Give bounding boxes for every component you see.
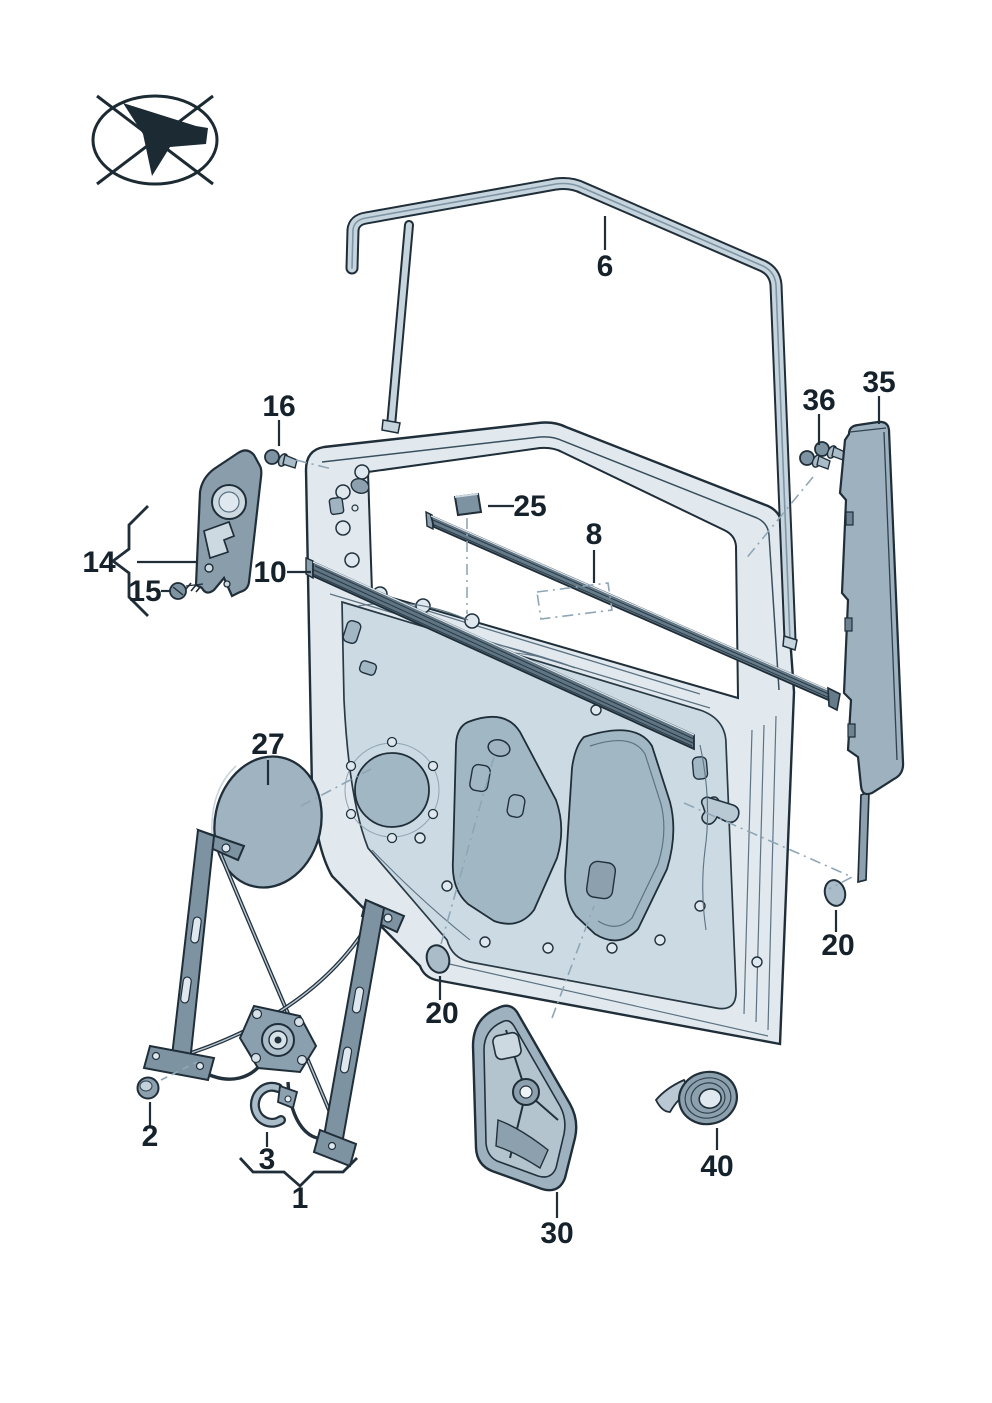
- brace-part1: [238, 1157, 358, 1188]
- speaker-adapter-part30: [471, 1004, 578, 1192]
- part-callout-16: 16: [262, 390, 295, 423]
- window-regulator-part1: [142, 828, 406, 1168]
- tape-roll-part40: [654, 1070, 738, 1126]
- part-callout-35: 35: [862, 366, 895, 399]
- cap-part2: [136, 1076, 160, 1100]
- construction-lines: [160, 459, 854, 1081]
- clip-part3: [249, 1081, 299, 1128]
- part-callout-2: 2: [142, 1120, 159, 1153]
- part-callout-40: 40: [700, 1150, 733, 1183]
- grommet-hole: [487, 739, 511, 757]
- part-callout-20-right: 20: [821, 929, 854, 962]
- callout-labels: 6 16 35 36 25 8 14 15 10 27 20 20 2 3 1 …: [82, 250, 895, 1250]
- part-callout-36: 36: [802, 384, 835, 417]
- hinge-area-details: [328, 464, 370, 536]
- pad-part25: [453, 492, 483, 517]
- outer-belt-strip-part8: [425, 510, 841, 712]
- part-callout-10: 10: [253, 556, 286, 589]
- trim-panel-part35: [838, 420, 905, 884]
- part-callout-6: 6: [597, 250, 614, 283]
- part-callout-30: 30: [540, 1217, 573, 1250]
- mirror-bracket-panel-part14: [194, 449, 263, 598]
- part-callout-8: 8: [586, 518, 603, 551]
- clip-part16: [264, 449, 298, 469]
- leader-lines: [110, 216, 881, 1218]
- plug-part20-right: [823, 879, 847, 907]
- part-callout-27: 27: [251, 728, 284, 761]
- part-callout-20-left: 20: [425, 997, 458, 1030]
- speaker-opening: [344, 736, 440, 844]
- part-callout-25: 25: [513, 490, 546, 523]
- crossed-out-arrow-logo-icon: [91, 94, 219, 186]
- inner-belt-strip-part10: [305, 556, 695, 751]
- part-callout-1: 1: [292, 1182, 309, 1215]
- window-guide-rail-part6: [345, 177, 798, 651]
- brace-part14: [110, 505, 149, 617]
- part-callout-3: 3: [259, 1143, 276, 1176]
- plug-part20-left: [425, 944, 451, 974]
- part-callout-14: 14: [82, 546, 116, 579]
- pins-part36: [799, 441, 846, 470]
- part-callout-15: 15: [128, 575, 161, 608]
